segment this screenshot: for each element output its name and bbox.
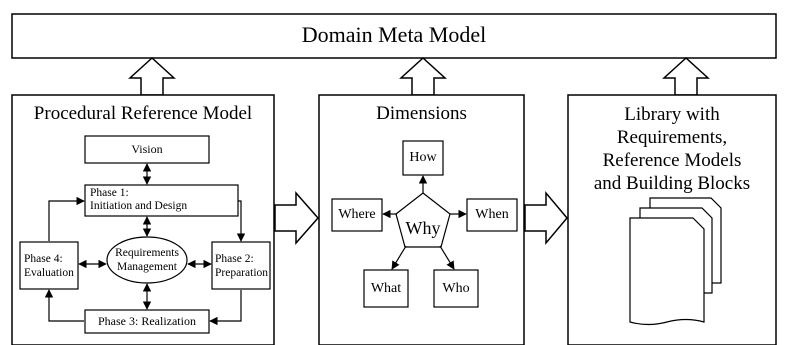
right-arrow-1 <box>274 191 319 245</box>
where-box <box>331 198 383 232</box>
why-what-arrow <box>391 245 407 270</box>
library-title-line-2: Requirements, <box>616 127 728 148</box>
phase4-line-2: Evaluation <box>24 267 74 279</box>
library-title-line-1: Library with <box>624 104 720 125</box>
requirements-line-2: Management <box>116 261 178 273</box>
where-label: Where <box>338 207 376 222</box>
up-arrow-procedural <box>128 56 176 96</box>
phase1-label: Phase 1: Initiation and Design <box>90 187 187 213</box>
phase1-phase2-flow <box>236 200 246 242</box>
phase3-phase4-flow <box>44 289 84 322</box>
up-arrow-dimensions <box>399 56 447 96</box>
library-title-line-4: and Building Blocks <box>593 173 751 194</box>
phase4-phase1-flow <box>48 196 85 241</box>
dimensions-title: Dimensions <box>376 103 467 124</box>
how-box <box>402 140 444 176</box>
what-box <box>363 269 409 308</box>
who-box <box>433 269 479 308</box>
phase2-label: Phase 2: Preparation <box>215 252 268 280</box>
requirements-line-1: Requirements <box>115 247 179 259</box>
phase3-box <box>84 309 210 334</box>
library-title: Library with Requirements, Reference Mod… <box>568 103 776 195</box>
library-title-line-3: Reference Models <box>602 150 742 171</box>
requirements-ellipse <box>106 236 188 284</box>
why-label: Why <box>405 217 441 238</box>
phase2-line-2: Preparation <box>215 267 269 279</box>
phase1-line-1: Phase 1: <box>90 187 129 199</box>
phase2-phase3-flow <box>209 290 242 326</box>
what-label: What <box>370 280 402 296</box>
who-label: Who <box>442 280 470 296</box>
why-pentagon <box>395 192 451 248</box>
meta-model-box <box>11 13 777 59</box>
phase4-box <box>19 241 79 290</box>
procedural-panel <box>11 94 275 345</box>
phase2-box <box>211 241 271 290</box>
document-page-front <box>629 217 705 326</box>
phase2-line-1: Phase 2: <box>215 253 254 265</box>
requirements-label: Requirements Management <box>107 246 187 274</box>
vision-label: Vision <box>131 142 163 156</box>
how-label: How <box>409 150 437 165</box>
vision-box <box>84 135 210 164</box>
phase1-line-2: Initiation and Design <box>90 200 188 212</box>
phase4-label: Phase 4: Evaluation <box>24 252 74 280</box>
when-label: When <box>475 207 509 222</box>
right-arrow-2 <box>524 190 568 246</box>
phase3-label: Phase 3: Realization <box>98 314 196 328</box>
up-arrow-library <box>662 56 710 96</box>
why-who-arrow <box>439 245 455 270</box>
procedural-title: Procedural Reference Model <box>33 103 253 124</box>
phase4-line-1: Phase 4: <box>24 253 63 265</box>
meta-model-title: Domain Meta Model <box>301 22 487 47</box>
when-box <box>466 198 518 232</box>
